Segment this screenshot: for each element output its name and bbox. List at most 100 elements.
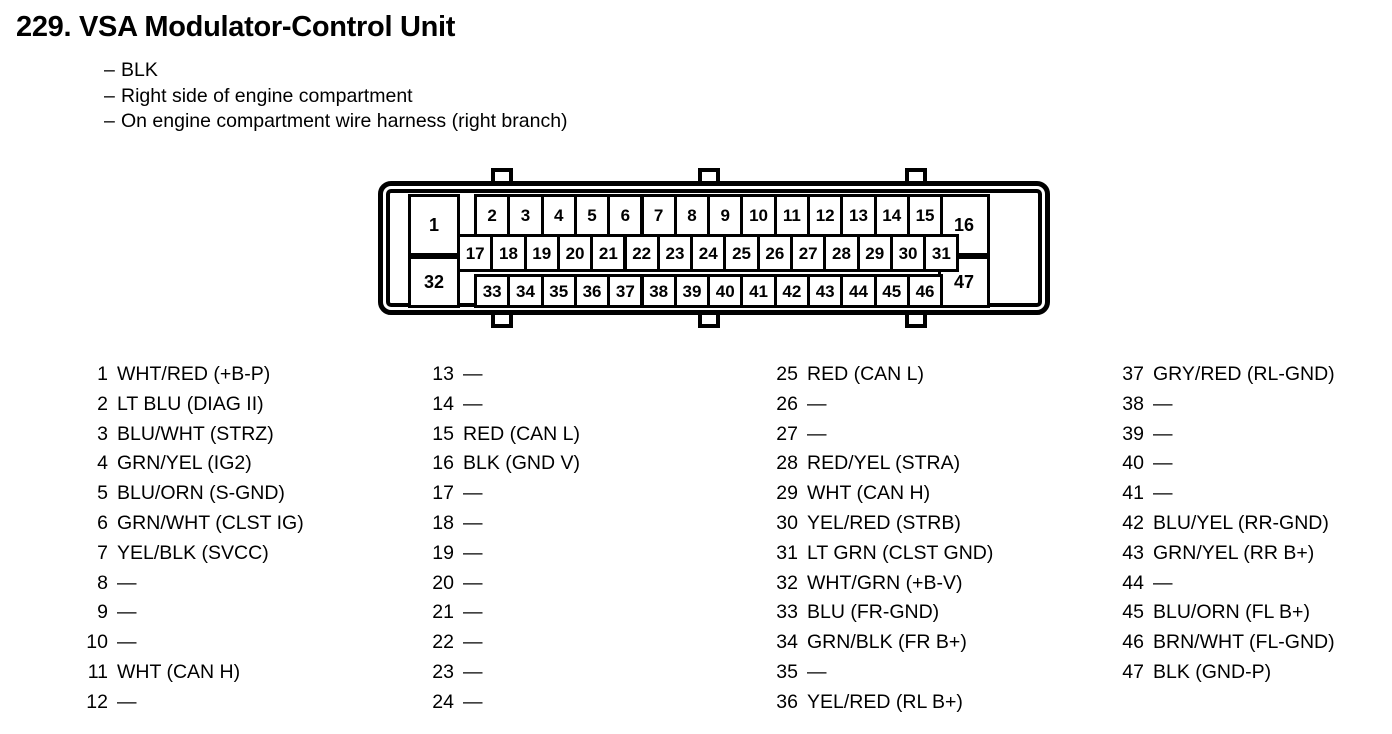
- pin-description: BLU (FR-GND): [807, 601, 940, 624]
- pin-number: 22: [432, 631, 454, 654]
- pin-description: —: [117, 571, 137, 594]
- connector-pin-cell-22: 22: [623, 234, 660, 272]
- pin-description: BLU/ORN (FL B+): [1153, 601, 1310, 624]
- connector-pin-cell-18: 18: [490, 234, 527, 272]
- connector-pin-cell-3: 3: [507, 194, 544, 237]
- connector-pin-cell-28: 28: [823, 234, 860, 272]
- connector-pin-cell-4: 4: [540, 194, 577, 237]
- connector-pin-cell-19: 19: [523, 234, 560, 272]
- pin-number: 16: [432, 452, 454, 475]
- connector-pin-cell-23: 23: [656, 234, 694, 272]
- spec-item: –Right side of engine compartment: [104, 84, 568, 110]
- pin-row: 14—: [424, 393, 754, 423]
- connector-pin-cell-41: 41: [740, 274, 777, 308]
- pin-number: 23: [432, 660, 454, 683]
- spec-item: –On engine compartment wire harness (rig…: [104, 109, 568, 135]
- connector-pin-cell-5: 5: [573, 194, 611, 237]
- pin-number: 39: [1122, 422, 1144, 445]
- pin-description: —: [117, 601, 137, 624]
- pin-description: GRY/RED (RL-GND): [1153, 363, 1335, 385]
- pin-description: —: [117, 690, 137, 713]
- pin-description: —: [463, 631, 483, 654]
- pin-row: 41 —: [1114, 482, 1392, 512]
- pin-number: 11: [87, 660, 108, 683]
- connector-pin-cell-31: 31: [923, 234, 960, 272]
- pin-number: 41: [1122, 482, 1144, 505]
- pin-number: 27: [776, 422, 798, 445]
- pin-number: 14: [432, 392, 454, 415]
- pin-description: —: [807, 660, 827, 683]
- pin-number: 34: [776, 631, 798, 654]
- pin-description: RED/YEL (STRA): [807, 452, 961, 475]
- mounting-tab-top-left: [491, 168, 513, 183]
- pin-description: —: [1153, 571, 1173, 594]
- pin-number: 10: [86, 631, 108, 654]
- pin-description: —: [1153, 482, 1173, 505]
- pin-description: YEL/RED (STRB): [807, 511, 961, 534]
- connector-pin-cell-42: 42: [773, 274, 810, 308]
- pin-number: 30: [776, 511, 798, 534]
- connector-pin-cell-37: 37: [607, 274, 644, 308]
- pin-description: LT GRN (CLST GND): [807, 541, 994, 564]
- pin-description: BLK (GND-P): [1153, 660, 1272, 683]
- pin-description: RED (CAN L): [463, 422, 581, 445]
- pin-description: WHT (CAN H): [807, 482, 931, 505]
- pin-description: —: [117, 631, 137, 654]
- pin-description: —: [807, 422, 827, 445]
- mounting-tab-bottom-left: [491, 313, 513, 328]
- pin-number: 2: [97, 392, 108, 415]
- pin-description: BLU/YEL (RR-GND): [1153, 511, 1329, 534]
- pin-description: GRN/YEL (IG2): [117, 452, 252, 475]
- connector-pin-cell-36: 36: [573, 274, 611, 308]
- connector-pin-cell-13: 13: [840, 194, 877, 237]
- connector-pin-cell-6: 6: [607, 194, 644, 237]
- pin-row: 22 —: [424, 631, 754, 661]
- pin-number: 28: [776, 452, 798, 475]
- pin-number: 1: [97, 363, 108, 385]
- pin-number: 29: [776, 482, 798, 505]
- pin-description: BRN/WHT (FL-GND): [1153, 631, 1335, 654]
- connector-pin-cell-8: 8: [673, 194, 711, 237]
- spec-dash: –: [104, 84, 115, 107]
- pin-number: 31: [776, 541, 798, 564]
- connector-pin-cell-17: 17: [457, 234, 494, 272]
- pin-number: 5: [97, 482, 108, 505]
- pin-description: WHT/GRN (+B-V): [807, 571, 963, 594]
- pin-description: YEL/RED (RL B+): [807, 690, 963, 713]
- connector-pin-cell-39: 39: [673, 274, 711, 308]
- pin-number: 44: [1122, 571, 1144, 594]
- pin-row: 13—: [424, 363, 754, 393]
- pin-row: 29 WHT (CAN H): [768, 482, 1098, 512]
- pin-description: —: [463, 571, 483, 594]
- connector-pin-cell-14: 14: [873, 194, 910, 237]
- pin-description: —: [463, 660, 483, 683]
- pin-number: 35: [776, 660, 798, 683]
- connector-pin-cell-30: 30: [889, 234, 927, 272]
- pin-row: 35 —: [768, 661, 1098, 691]
- pin-row: 39 —: [1114, 423, 1392, 453]
- pin-description: —: [1153, 392, 1173, 415]
- connector-pin-cell-25: 25: [723, 234, 760, 272]
- pin-description: GRN/YEL (RR B+): [1153, 541, 1315, 564]
- pin-number: 47: [1122, 660, 1144, 683]
- pin-number: 20: [432, 571, 454, 594]
- pin-description: —: [807, 392, 827, 415]
- pin-row: 18—: [424, 512, 754, 542]
- pin-description: —: [1153, 422, 1173, 445]
- connector-pin-cell-2: 2: [474, 194, 511, 237]
- pin-number: 13: [432, 363, 454, 385]
- pin-row: 27 —: [768, 423, 1098, 453]
